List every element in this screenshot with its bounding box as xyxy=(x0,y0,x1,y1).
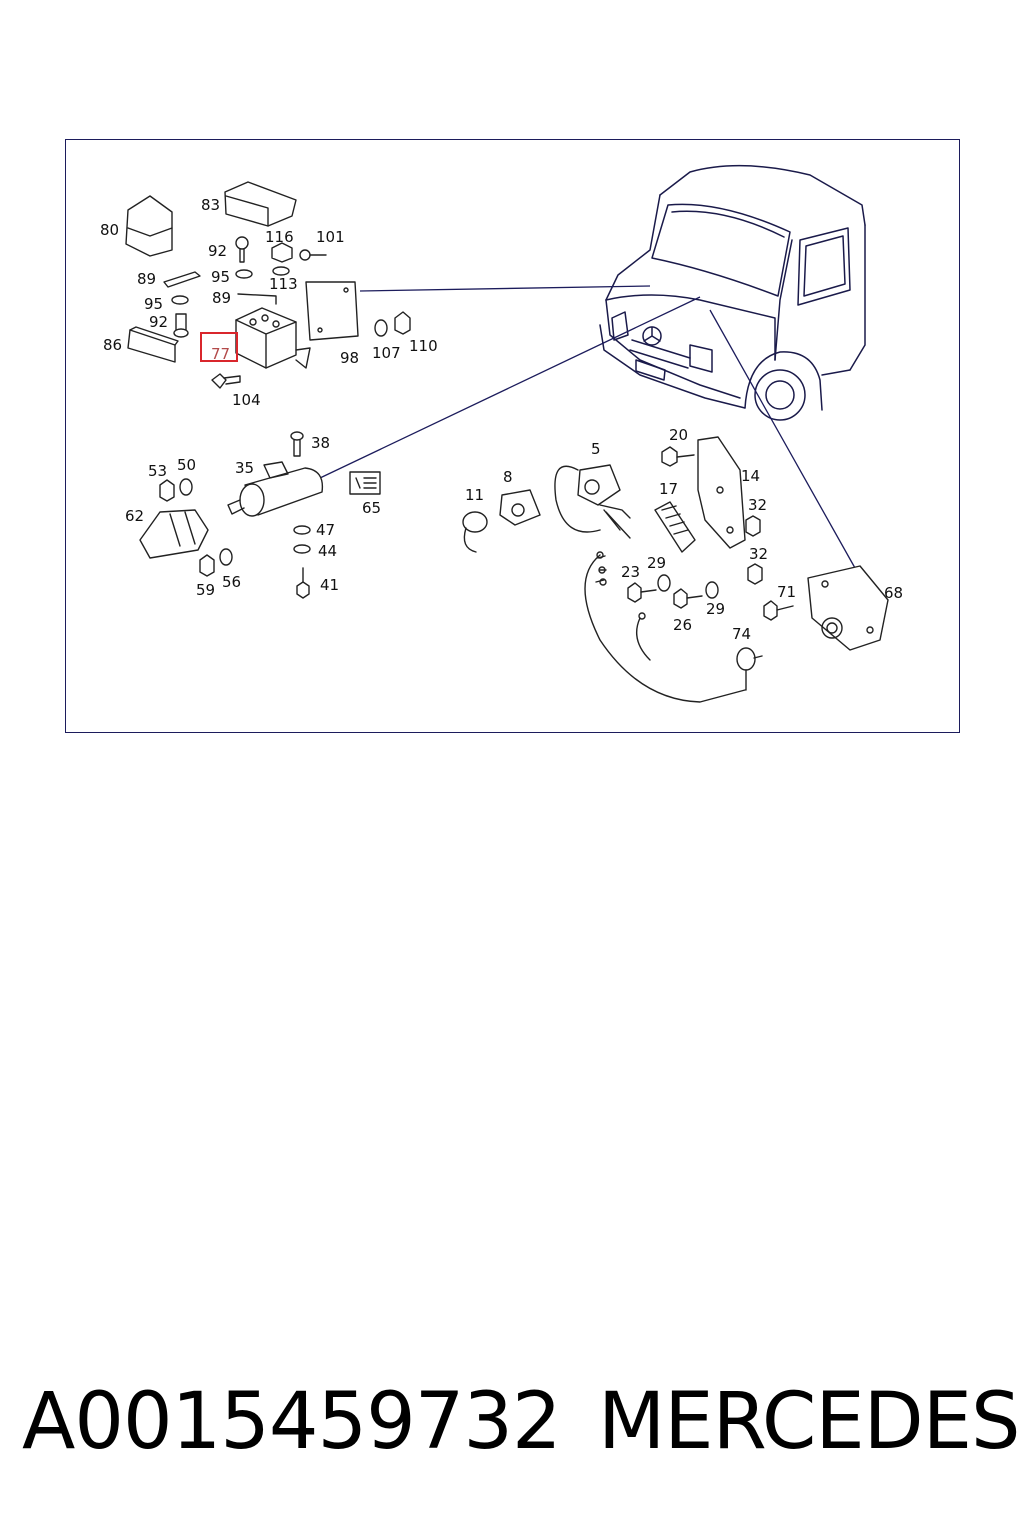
parts-exploded-diagram: 80 83 92 116 101 89 95 113 95 89 92 86 7… xyxy=(100,164,903,703)
callout-label: 95 xyxy=(211,268,230,286)
part-5-socket-with-lead xyxy=(554,464,631,539)
part-14-bracket xyxy=(697,436,746,549)
callout-label: 71 xyxy=(777,583,796,601)
part-107-washer xyxy=(374,319,388,337)
part-26-bolt xyxy=(673,588,703,609)
callout-label: 59 xyxy=(196,581,215,599)
callout-label: 92 xyxy=(208,242,227,260)
callout-label: 32 xyxy=(748,496,767,514)
callout-label: 68 xyxy=(884,584,903,602)
part-110-nut xyxy=(394,311,411,335)
part-11-cap xyxy=(462,511,488,553)
part-32-nut-lower xyxy=(747,563,763,585)
part-65-label xyxy=(349,471,381,495)
callout-label: 74 xyxy=(732,625,751,643)
callout-label: 8 xyxy=(503,468,513,486)
part-29-washer-upper xyxy=(657,574,671,592)
callout-label: 113 xyxy=(269,275,298,293)
callout-label: 89 xyxy=(212,289,231,307)
callout-label: 80 xyxy=(100,221,119,239)
callout-label: 29 xyxy=(647,554,666,572)
part-35-solenoid xyxy=(227,461,324,517)
part-71-screw xyxy=(763,600,794,621)
leader-lines xyxy=(319,285,856,569)
callout-label: 47 xyxy=(316,521,335,539)
callout-label: 26 xyxy=(673,616,692,634)
part-89-bracket xyxy=(237,293,277,305)
callout-label: 95 xyxy=(144,295,163,313)
part-23-bolt xyxy=(627,582,657,603)
brand-name: MERCEDES xyxy=(598,1377,1020,1467)
callout-label: 32 xyxy=(749,545,768,563)
callout-label: 89 xyxy=(137,270,156,288)
callout-label: 62 xyxy=(125,507,144,525)
callout-label: 38 xyxy=(311,434,330,452)
callout-label: 65 xyxy=(362,499,381,517)
part-92-bolt-upper xyxy=(235,236,249,263)
part-56-washer xyxy=(219,548,233,566)
callout-label: 14 xyxy=(741,467,760,485)
part-50-washer xyxy=(179,478,193,496)
part-83-cover xyxy=(224,181,297,227)
callout-label: 107 xyxy=(372,344,401,362)
callout-label: 53 xyxy=(148,462,167,480)
callout-label: 83 xyxy=(201,196,220,214)
callout-label: 5 xyxy=(591,440,601,458)
callout-labels: 80 83 92 116 101 89 95 113 95 89 92 86 7… xyxy=(100,196,903,643)
callout-label: 116 xyxy=(265,228,294,246)
part-59-nut xyxy=(199,554,215,577)
part-86-cover xyxy=(127,326,179,363)
part-20-bolt xyxy=(661,446,695,467)
callout-label: 11 xyxy=(465,486,484,504)
callout-label: 17 xyxy=(659,480,678,498)
part-98-plate xyxy=(305,281,359,341)
callout-label: 50 xyxy=(177,456,196,474)
callout-label: 110 xyxy=(409,337,438,355)
callout-label: 35 xyxy=(235,459,254,477)
part-68-socket-plate xyxy=(807,565,889,651)
callout-label: 56 xyxy=(222,573,241,591)
part-38-bolt xyxy=(290,431,304,457)
callout-label: 98 xyxy=(340,349,359,367)
part-17-terminal-strip xyxy=(654,501,696,553)
part-74-sensor xyxy=(736,647,763,691)
part-53-nut xyxy=(159,479,175,502)
callout-label: 29 xyxy=(706,600,725,618)
part-47-washer xyxy=(293,525,311,535)
part-95-washer-lower xyxy=(171,295,189,305)
callout-label: 101 xyxy=(316,228,345,246)
part-116-nut xyxy=(271,242,293,263)
part-29-washer-lower xyxy=(705,581,719,599)
part-8-socket xyxy=(499,489,541,526)
callout-label: 92 xyxy=(149,313,168,331)
highlight-box-part-77 xyxy=(200,332,238,362)
part-113-washer xyxy=(272,266,290,276)
truck-illustration xyxy=(599,164,866,421)
part-41-bolt xyxy=(296,567,310,599)
part-number: A0015459732 xyxy=(22,1377,562,1467)
part-77-fuse-box xyxy=(235,307,311,369)
callout-label: 44 xyxy=(318,542,337,560)
callout-label: 104 xyxy=(232,391,261,409)
callout-label: 23 xyxy=(621,563,640,581)
part-104-bolt xyxy=(211,373,241,389)
callout-label: 41 xyxy=(320,576,339,594)
part-92-bolt-lower xyxy=(173,313,189,338)
callout-label: 20 xyxy=(669,426,688,444)
part-95-washer-upper xyxy=(235,269,253,279)
callout-label: 86 xyxy=(103,336,122,354)
part-62-boot xyxy=(139,509,209,559)
parts-diagram-frame xyxy=(65,139,960,733)
part-101-screw xyxy=(299,249,327,261)
part-harness-lead xyxy=(584,551,746,703)
part-32-nut-upper xyxy=(745,515,761,537)
part-44-lockwasher xyxy=(293,544,311,554)
part-80-cover xyxy=(125,195,173,257)
callout-label-highlighted[interactable]: 77 xyxy=(211,345,230,363)
part-89-clip xyxy=(163,271,201,288)
caption-footer: A0015459732 MERCEDES xyxy=(0,1372,1024,1472)
